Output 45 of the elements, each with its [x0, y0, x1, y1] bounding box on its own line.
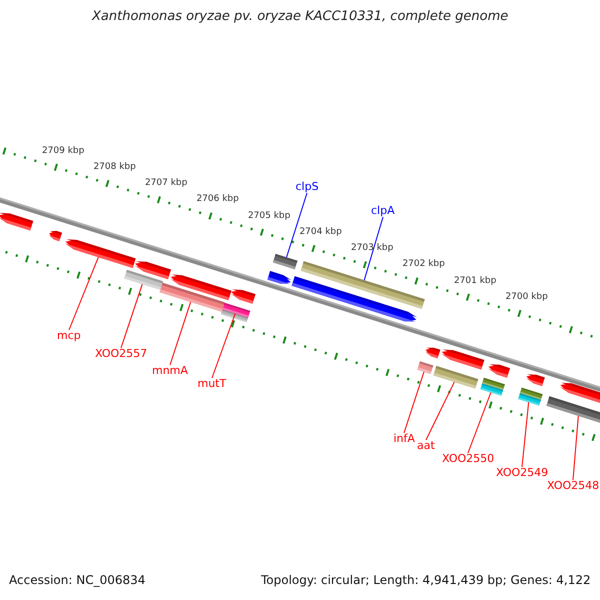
gene-feature — [417, 361, 434, 374]
gene-label: XOO2549 — [496, 467, 548, 480]
leader-line — [120, 284, 143, 348]
scale-label: 2708 kbp — [93, 162, 136, 173]
gene-feature — [64, 239, 136, 268]
leader-line — [572, 415, 579, 480]
gene-label: XOO2557 — [95, 348, 148, 360]
scale-label: 2705 kbp — [248, 212, 290, 222]
leader-line — [426, 382, 455, 440]
scale-label: 2702 kbp — [402, 260, 445, 270]
leader-line — [170, 302, 192, 366]
gene-label: aat — [417, 440, 435, 452]
scale-label: 2704 kbp — [299, 228, 342, 238]
gene-label: mutT — [198, 378, 226, 390]
scale-label: 2706 kbp — [196, 195, 239, 206]
leader-line — [522, 402, 530, 468]
gene-label: XOO2550 — [442, 453, 494, 466]
leader-line — [212, 313, 236, 378]
scale-label: 2709 kbp — [42, 146, 84, 157]
gene-feature — [518, 388, 543, 406]
gene-label: XOO2548 — [547, 480, 600, 492]
gene-feature — [480, 378, 505, 396]
gene-label: mnmA — [152, 365, 188, 378]
leader-line — [68, 256, 99, 330]
leader-line — [286, 192, 308, 258]
leader-line — [404, 371, 424, 434]
gene-feature — [222, 302, 250, 318]
accession-text: Accession: NC_006834 — [9, 574, 146, 588]
gene-feature — [124, 270, 164, 290]
leader-line — [364, 216, 384, 281]
scale-label: 2703 kbp — [350, 244, 394, 254]
scale-label: 2700 kbp — [505, 292, 548, 303]
scale-label: 2707 kbp — [144, 179, 188, 190]
gene-feature — [160, 282, 225, 312]
gene-label: clpS — [296, 181, 319, 194]
scale-label: 2701 kbp — [454, 276, 496, 286]
gene-label: mcp — [57, 330, 81, 342]
gene-label: infA — [394, 433, 415, 446]
gene-feature — [272, 254, 298, 270]
title: Xanthomonas oryzae pv. oryzae KACC10331, complete genome — [92, 10, 508, 24]
gene-label: clpA — [371, 205, 395, 218]
gene-feature — [433, 366, 478, 389]
gene-feature — [300, 261, 425, 309]
leader-line — [468, 392, 492, 454]
genome-summary-text: Topology: circular; Length: 4,941,439 bp; Genes: 4,122 — [261, 574, 591, 588]
